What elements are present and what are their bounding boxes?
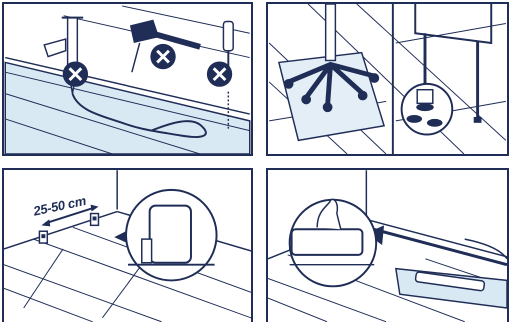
- felt-pad-icon: [402, 84, 453, 135]
- skirting-install-illustration: [268, 170, 507, 322]
- skirting-board-icon: [366, 227, 507, 264]
- wall-line: [366, 219, 507, 256]
- prohibited-icon: [207, 61, 232, 86]
- panel-skirting-install: [266, 168, 509, 322]
- hand-icon: [290, 199, 384, 286]
- clip-spacing-illustration: [4, 170, 251, 322]
- chair-protection-illustration: [268, 4, 507, 154]
- no-tools-illustration: [4, 4, 251, 154]
- panel-no-tools: [2, 2, 253, 156]
- clip-icon: [39, 231, 47, 243]
- clip-icon: [91, 214, 99, 226]
- prohibited-icon: [63, 61, 88, 86]
- panel-clip-spacing: 25-50 cm: [2, 168, 253, 322]
- panel-chair-protection: [266, 2, 509, 156]
- prohibited-icon: [150, 44, 175, 69]
